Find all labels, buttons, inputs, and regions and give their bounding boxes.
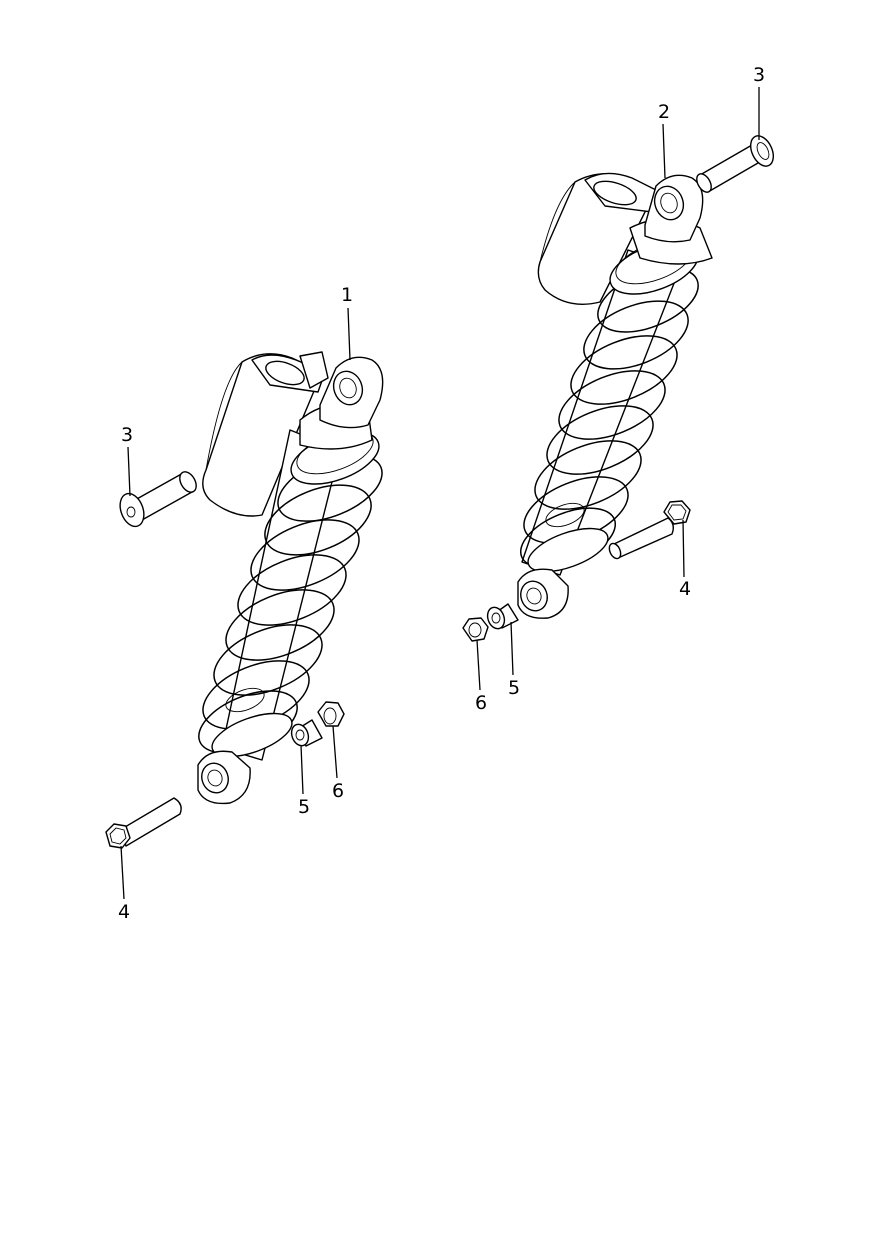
left-top-bolt — [119, 471, 197, 528]
right-spacer — [486, 603, 519, 630]
callout-labels: 1 2 3 3 4 4 5 5 6 6 — [118, 64, 765, 923]
right-top-eye — [644, 174, 704, 243]
callout-left-shock: 1 — [341, 284, 353, 306]
right-shock-absorber — [517, 172, 713, 619]
callout-left-spacer: 5 — [298, 796, 310, 818]
callout-right-nut: 6 — [475, 692, 487, 714]
callout-right-bottom-bolt: 4 — [679, 578, 691, 600]
right-reservoir — [537, 172, 661, 305]
callout-left-top-bolt: 3 — [121, 424, 133, 446]
right-top-bolt — [696, 135, 775, 193]
right-bottom-eye — [517, 568, 569, 619]
left-spacer — [290, 719, 323, 747]
callout-right-spacer: 5 — [508, 677, 520, 699]
callout-left-nut: 6 — [332, 780, 344, 802]
right-coil-spring — [519, 267, 699, 569]
left-top-eye — [319, 356, 384, 429]
leader-lines — [120, 87, 760, 900]
right-nut — [462, 617, 489, 642]
left-bottom-eye — [197, 750, 251, 805]
left-reservoir — [202, 351, 329, 517]
callout-left-bottom-bolt: 4 — [118, 901, 130, 923]
callout-right-top-bolt: 3 — [753, 64, 765, 86]
right-bottom-bolt — [608, 500, 691, 560]
left-shock-absorber — [197, 351, 384, 805]
callout-right-shock: 2 — [658, 101, 670, 123]
left-bottom-bolt — [105, 797, 182, 849]
left-nut — [317, 701, 345, 727]
